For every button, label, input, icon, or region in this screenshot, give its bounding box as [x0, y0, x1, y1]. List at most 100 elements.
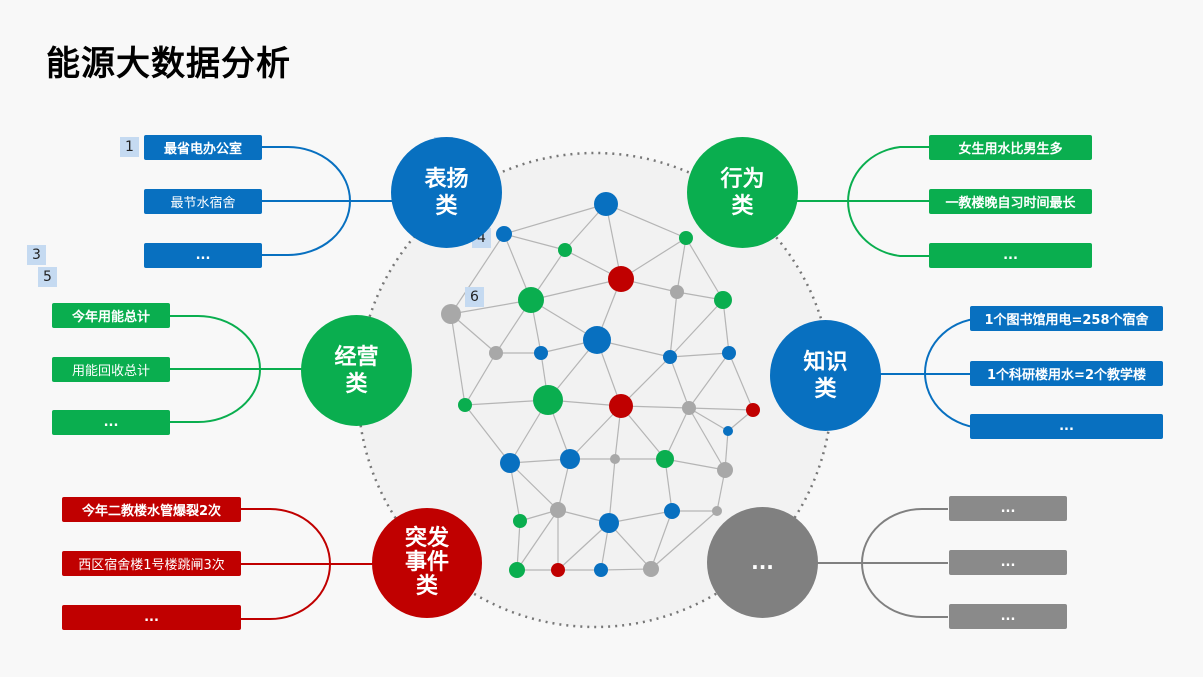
- connector-other: [817, 508, 948, 618]
- behavior-item-more[interactable]: ...: [929, 243, 1092, 268]
- praise-item-2[interactable]: 最节水宿舍: [144, 189, 262, 214]
- other-item-3[interactable]: ...: [949, 604, 1067, 629]
- network-edges: [450, 203, 754, 571]
- network-node: [609, 394, 633, 418]
- network-node: [458, 398, 472, 412]
- emergency-item-more[interactable]: ...: [62, 605, 241, 630]
- network-node: [558, 243, 572, 257]
- category-praise-label: 表扬 类: [424, 166, 469, 219]
- network-edge: [509, 458, 571, 464]
- network-edge: [669, 291, 678, 358]
- network-edge: [608, 522, 652, 570]
- knowledge-item-more[interactable]: ...: [970, 414, 1163, 439]
- network-edge: [569, 405, 622, 460]
- network-node: [679, 231, 693, 245]
- network-node: [608, 266, 634, 292]
- network-node: [610, 454, 620, 464]
- network-edge: [650, 510, 673, 570]
- network-edge: [688, 407, 729, 432]
- network-node: [583, 326, 611, 354]
- emergency-item-1[interactable]: 今年二教楼水管爆裂2次: [62, 497, 241, 522]
- praise-item-1[interactable]: 最省电办公室: [144, 135, 262, 160]
- network-edge: [669, 352, 730, 358]
- operation-item-1[interactable]: 今年用能总计: [52, 303, 170, 328]
- network-edge: [688, 352, 730, 409]
- network-node: [670, 285, 684, 299]
- network-node: [513, 514, 527, 528]
- category-other-circle[interactable]: ...: [707, 507, 818, 618]
- category-emergency-label: 突发 事件 类: [404, 526, 449, 599]
- network-node: [682, 401, 696, 415]
- praise-item-more[interactable]: ...: [144, 243, 262, 268]
- step-badge-1: 1: [120, 137, 139, 157]
- network-edge: [516, 509, 559, 571]
- network-edge: [664, 407, 690, 460]
- network-edge: [450, 313, 466, 406]
- network-edge: [509, 462, 559, 511]
- network-node: [560, 449, 580, 469]
- knowledge-item-2[interactable]: 1个科研楼用水=2个教学楼: [970, 361, 1163, 386]
- network-edge: [503, 233, 566, 251]
- network-edge: [608, 510, 673, 524]
- operation-item-more[interactable]: ...: [52, 410, 170, 435]
- behavior-item-2[interactable]: 一教楼晚自习时间最长: [929, 189, 1092, 214]
- network-node: [500, 453, 520, 473]
- network-node: [663, 350, 677, 364]
- network-edge: [605, 203, 687, 239]
- network-edge: [503, 203, 607, 235]
- network-edge: [688, 407, 754, 411]
- knowledge-item-1[interactable]: 1个图书馆用电=258个宿舍: [970, 306, 1163, 331]
- category-knowledge-label: 知识 类: [803, 349, 848, 402]
- category-behavior-circle[interactable]: 行为 类: [687, 137, 798, 248]
- network-node: [441, 304, 461, 324]
- category-emergency-circle[interactable]: 突发 事件 类: [372, 508, 482, 618]
- network-edge: [557, 522, 610, 571]
- network-node: [746, 403, 760, 417]
- other-item-2[interactable]: ...: [949, 550, 1067, 575]
- network-edge: [650, 510, 718, 570]
- network-edge: [669, 356, 690, 409]
- operation-item-2[interactable]: 用能回收总计: [52, 357, 170, 382]
- network-node: [643, 561, 659, 577]
- network-node: [489, 346, 503, 360]
- network-node: [551, 563, 565, 577]
- network-node: [509, 562, 525, 578]
- behavior-item-1[interactable]: 女生用水比男生多: [929, 135, 1092, 160]
- category-other-label: ...: [751, 550, 774, 574]
- network-node: [599, 513, 619, 533]
- network-edge: [600, 568, 652, 571]
- step-badge-3: 3: [27, 245, 46, 265]
- network-edge: [450, 299, 532, 315]
- page-title: 能源大数据分析: [46, 44, 291, 84]
- network-edge: [516, 520, 521, 571]
- step-badge-6: 6: [465, 287, 484, 307]
- category-operation-label: 经营 类: [334, 344, 379, 397]
- network-node: [717, 462, 733, 478]
- network-edge: [728, 352, 754, 411]
- network-node: [496, 226, 512, 242]
- category-operation-circle[interactable]: 经营 类: [301, 315, 412, 426]
- category-knowledge-circle[interactable]: 知识 类: [770, 320, 881, 431]
- connector-praise: [262, 146, 393, 256]
- step-badge-5: 5: [38, 267, 57, 287]
- connector-behavior: [797, 146, 930, 257]
- connector-emergency: [241, 508, 373, 620]
- network-node: [723, 426, 733, 436]
- network-edge: [676, 237, 687, 293]
- network-node: [714, 291, 732, 309]
- network-edge: [530, 278, 622, 301]
- connector-operation: [170, 315, 302, 423]
- network-edge: [688, 407, 726, 471]
- network-node: [594, 563, 608, 577]
- category-praise-circle[interactable]: 表扬 类: [391, 137, 502, 248]
- network-node: [722, 346, 736, 360]
- network-node: [656, 450, 674, 468]
- network-edge: [464, 404, 511, 464]
- emergency-item-2[interactable]: 西区宿舍楼1号楼跳闸3次: [62, 551, 241, 576]
- other-item-1[interactable]: ...: [949, 496, 1067, 521]
- network-edge: [464, 352, 497, 406]
- network-node: [534, 346, 548, 360]
- network-node: [533, 385, 563, 415]
